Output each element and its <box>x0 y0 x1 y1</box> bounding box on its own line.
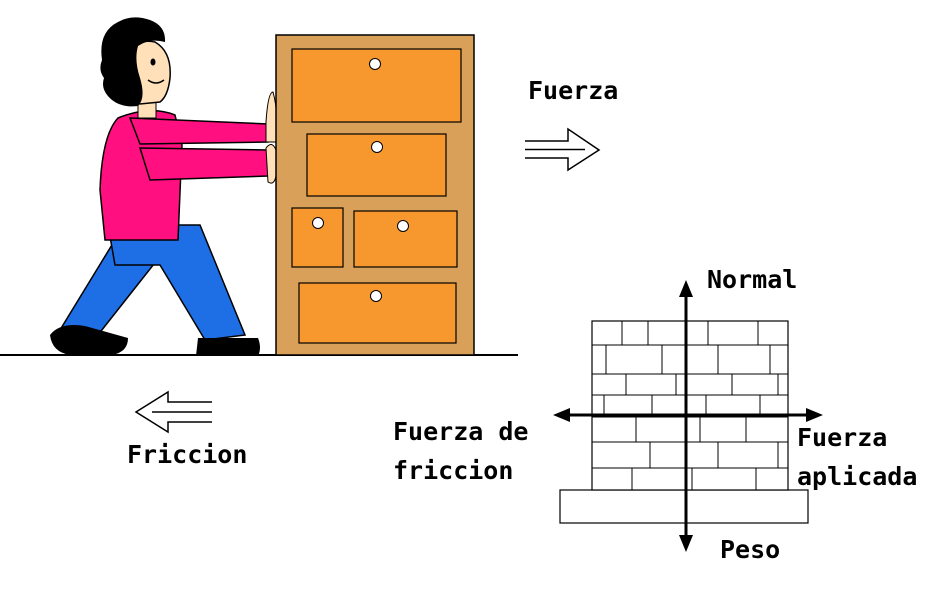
brick-wall <box>591 320 789 491</box>
force-axes <box>566 292 810 540</box>
label-normal: Normal <box>707 265 798 294</box>
person-figure <box>50 17 287 356</box>
label-fuerza-de-friccion-line1: Fuerza de <box>393 417 529 446</box>
normal-arrowhead <box>679 280 693 297</box>
label-fuerza: Fuerza <box>528 76 619 105</box>
brick-base <box>559 489 809 524</box>
drawer-3-knob <box>312 217 324 229</box>
upper-arm <box>128 117 271 145</box>
front-shoe <box>196 338 260 356</box>
label-peso: Peso <box>720 535 781 564</box>
hair <box>100 17 166 107</box>
drawer-2-knob <box>371 141 383 153</box>
drawer-4 <box>353 210 458 268</box>
mouth <box>147 79 165 84</box>
brick-mortar <box>592 321 788 490</box>
lower-arm <box>138 147 272 181</box>
friction-arrowhead <box>553 408 570 422</box>
label-friccion: Friccion <box>127 440 248 469</box>
dresser <box>275 34 475 356</box>
peso-arrowhead <box>679 535 693 552</box>
back-shoe <box>50 325 128 355</box>
drawer-4-knob <box>397 220 409 232</box>
drawer-1-knob <box>369 58 381 70</box>
label-fuerza-aplicada-line1: Fuerza <box>797 423 888 452</box>
eye <box>150 58 156 66</box>
brick-block <box>559 320 809 524</box>
label-fuerza-de-friccion-line2: friccion <box>393 456 514 485</box>
drawer-3 <box>291 207 344 268</box>
label-fuerza-aplicada-line2: aplicada <box>797 462 918 491</box>
applied-arrowhead <box>806 408 823 422</box>
drawer-5-knob <box>370 290 382 302</box>
